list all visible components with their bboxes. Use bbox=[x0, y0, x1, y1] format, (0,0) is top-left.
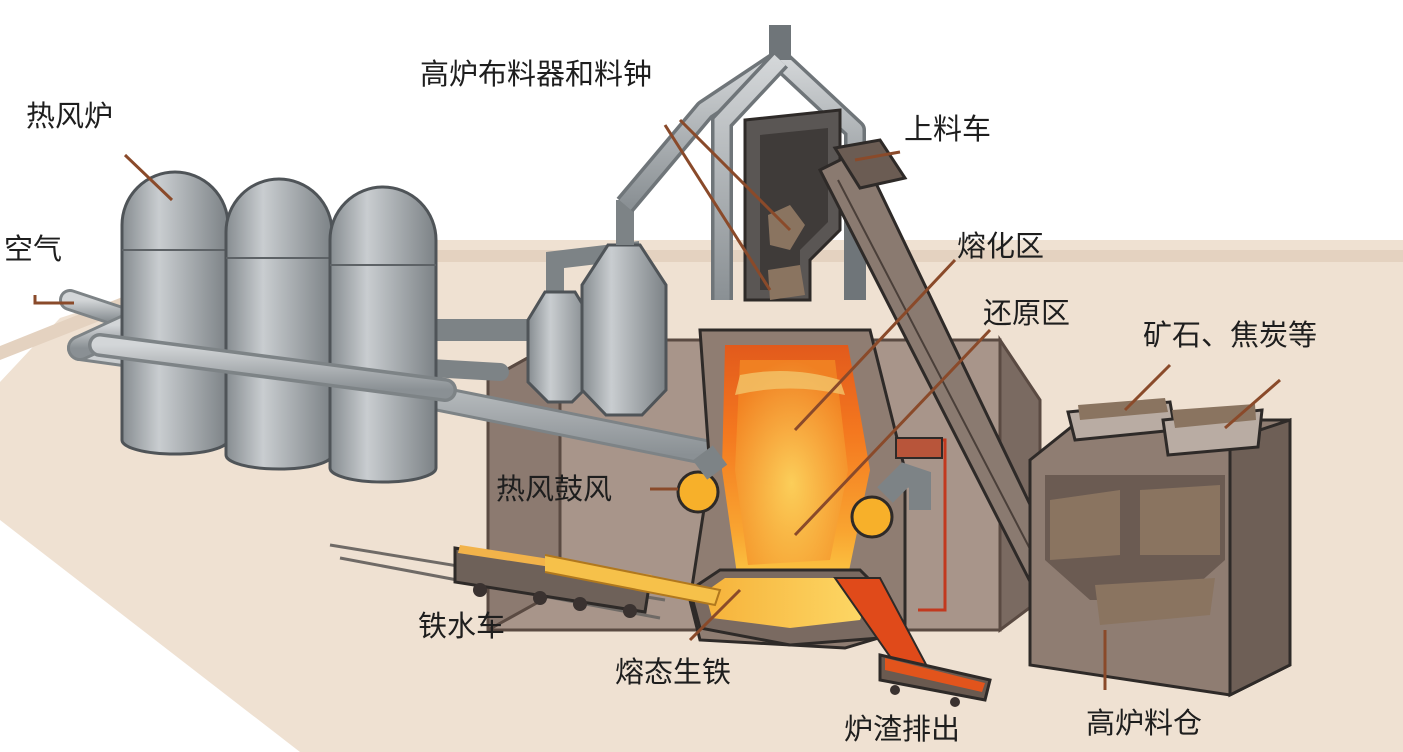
label-air: 空气 bbox=[4, 232, 63, 266]
leader-lines bbox=[33, 118, 1281, 690]
hot-stove-2 bbox=[224, 177, 334, 471]
blast-furnace bbox=[676, 108, 931, 650]
label-raw-materials: 矿石、焦炭等 bbox=[1143, 318, 1318, 352]
label-hot-blast: 热风鼓风 bbox=[496, 472, 613, 506]
label-hot-stove: 热风炉 bbox=[26, 99, 114, 133]
stock-bins bbox=[1028, 398, 1292, 698]
label-stock-bin: 高炉料仓 bbox=[1086, 706, 1203, 740]
label-skip-car: 上料车 bbox=[904, 112, 992, 146]
label-melting-zone: 熔化区 bbox=[957, 229, 1045, 263]
label-hot-metal-car: 铁水车 bbox=[418, 609, 506, 643]
hot-stove-3 bbox=[328, 185, 438, 484]
hearth bbox=[688, 568, 892, 647]
hot-metal-car bbox=[329, 543, 722, 620]
hot-stoves bbox=[88, 170, 457, 484]
label-slag-out: 炉渣排出 bbox=[844, 712, 961, 746]
slag-runner bbox=[833, 577, 992, 707]
ground-back-edge bbox=[0, 250, 1403, 360]
label-reduction-zone: 还原区 bbox=[983, 296, 1071, 330]
label-distributor: 高炉布料器和料钟 bbox=[420, 57, 653, 91]
label-molten-iron: 熔态生铁 bbox=[615, 655, 732, 689]
uptake-pipes bbox=[616, 25, 866, 300]
dust-collectors bbox=[526, 200, 668, 417]
hot-stove-1 bbox=[120, 170, 230, 456]
